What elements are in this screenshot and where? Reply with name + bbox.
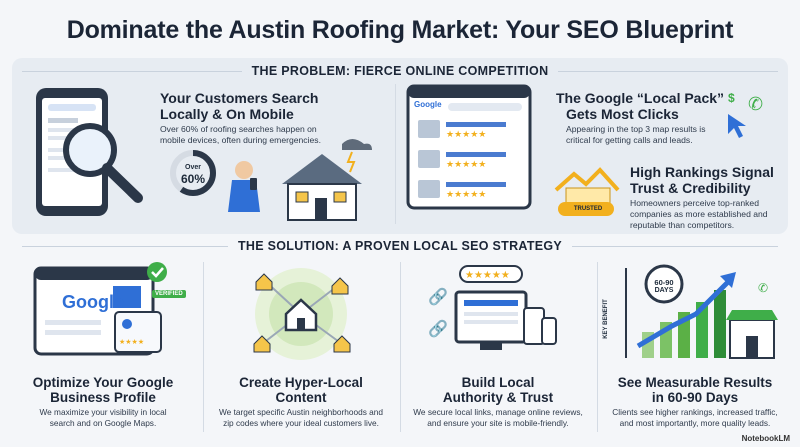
phone-search-illustration (36, 88, 143, 216)
rankings-body-3: reputable than competitors. (630, 220, 735, 230)
column-title: Business Profile (50, 390, 156, 405)
local-content-map-illustration (253, 268, 351, 360)
clock-value: 60-90 (654, 278, 674, 287)
svg-text:$: $ (728, 91, 735, 105)
svg-text:★★★★★: ★★★★★ (446, 159, 486, 169)
mobile-heading-2: Locally & On Mobile (160, 106, 294, 122)
column-body: and most importantly, more quality leads… (619, 418, 771, 428)
svg-text:🔗: 🔗 (428, 319, 448, 338)
homeowner-house-illustration (228, 139, 372, 221)
solution-divider (597, 262, 598, 432)
rankings-body-1: Homeowners perceive top-ranked (630, 198, 759, 208)
google-logo: Google (62, 292, 124, 312)
stat-label: Over (185, 164, 201, 171)
page-title: Dominate the Austin Roofing Market: Your… (66, 16, 734, 44)
column-body: Clients see higher rankings, increased t… (612, 407, 778, 417)
column-body: We target specific Austin neighborhoods … (218, 407, 384, 417)
solution-divider (400, 262, 401, 432)
footer-brand: NotebookLM (741, 434, 790, 443)
svg-text:★★★★★: ★★★★★ (465, 270, 510, 281)
column-body: search and on Google Maps. (49, 418, 157, 428)
column-title: Content (275, 390, 327, 405)
column-title: Optimize Your Google (32, 375, 174, 390)
verified-badge: VERIFIED (152, 290, 186, 298)
svg-text:★★★★★: ★★★★★ (446, 189, 486, 199)
google-logo: Google (414, 100, 442, 109)
column-body: and ensure your site is mobile-friendly. (427, 418, 569, 428)
rankings-body-2: companies as more established and (630, 209, 768, 219)
stat-donut (170, 150, 216, 196)
growth-chart-illustration: ✆ (625, 264, 778, 359)
svg-text:🔗: 🔗 (428, 287, 448, 306)
solution-divider (203, 262, 204, 432)
clock-unit: DAYS (654, 287, 674, 294)
column-title: Create Hyper-Local (239, 375, 363, 390)
local-pack-heading-1: The Google “Local Pack” (556, 90, 725, 106)
mobile-heading-1: Your Customers Search (160, 90, 319, 106)
local-pack-body-1: Appearing in the top 3 map results is (566, 124, 706, 134)
svg-text:✆: ✆ (748, 94, 763, 114)
rankings-heading-1: High Rankings Signal (630, 164, 774, 180)
column-title: See Measurable Results (617, 375, 773, 390)
column-title: Build Local (461, 375, 535, 390)
problem-divider (395, 84, 396, 224)
column-title: Authority & Trust (442, 390, 554, 405)
trusted-badge: TRUSTED (573, 206, 603, 212)
solution-label: THE SOLUTION: A PROVEN LOCAL SEO STRATEG… (0, 239, 800, 253)
local-pack-heading-2: Gets Most Clicks (566, 106, 679, 122)
svg-text:★★★★★: ★★★★★ (446, 129, 486, 139)
rankings-heading-2: Trust & Credibility (630, 180, 751, 196)
svg-text:✆: ✆ (758, 281, 768, 295)
problem-label: THE PROBLEM: FIERCE ONLINE COMPETITION (0, 64, 800, 78)
business-profile-illustration: ★★★★ (33, 262, 167, 356)
svg-text:★★★★: ★★★★ (119, 338, 144, 346)
mobile-body-2: mobile devices, often during emergencies… (160, 135, 321, 145)
problem-section (12, 58, 788, 234)
column-body: zip codes where your ideal customers liv… (223, 418, 379, 428)
column-title: in 60-90 Days (651, 390, 739, 405)
column-body: We secure local links, manage online rev… (413, 407, 583, 417)
trusted-house-badge (554, 167, 620, 216)
phone-click-icon: $ ✆ (728, 91, 763, 138)
local-pack-body-2: critical for getting calls and leads. (566, 135, 693, 145)
local-pack-browser: ★★★★★ ★★★★★ ★★★★★ (406, 84, 532, 210)
stat-value: 60% (180, 172, 206, 186)
mobile-body-1: Over 60% of roofing searches happen on (160, 124, 317, 134)
column-body: We maximize your visibility in local (39, 407, 167, 417)
authority-devices-illustration: ★★★★★ 🔗 🔗 (428, 265, 557, 350)
axis-label: KEY BENEFIT (602, 299, 609, 339)
